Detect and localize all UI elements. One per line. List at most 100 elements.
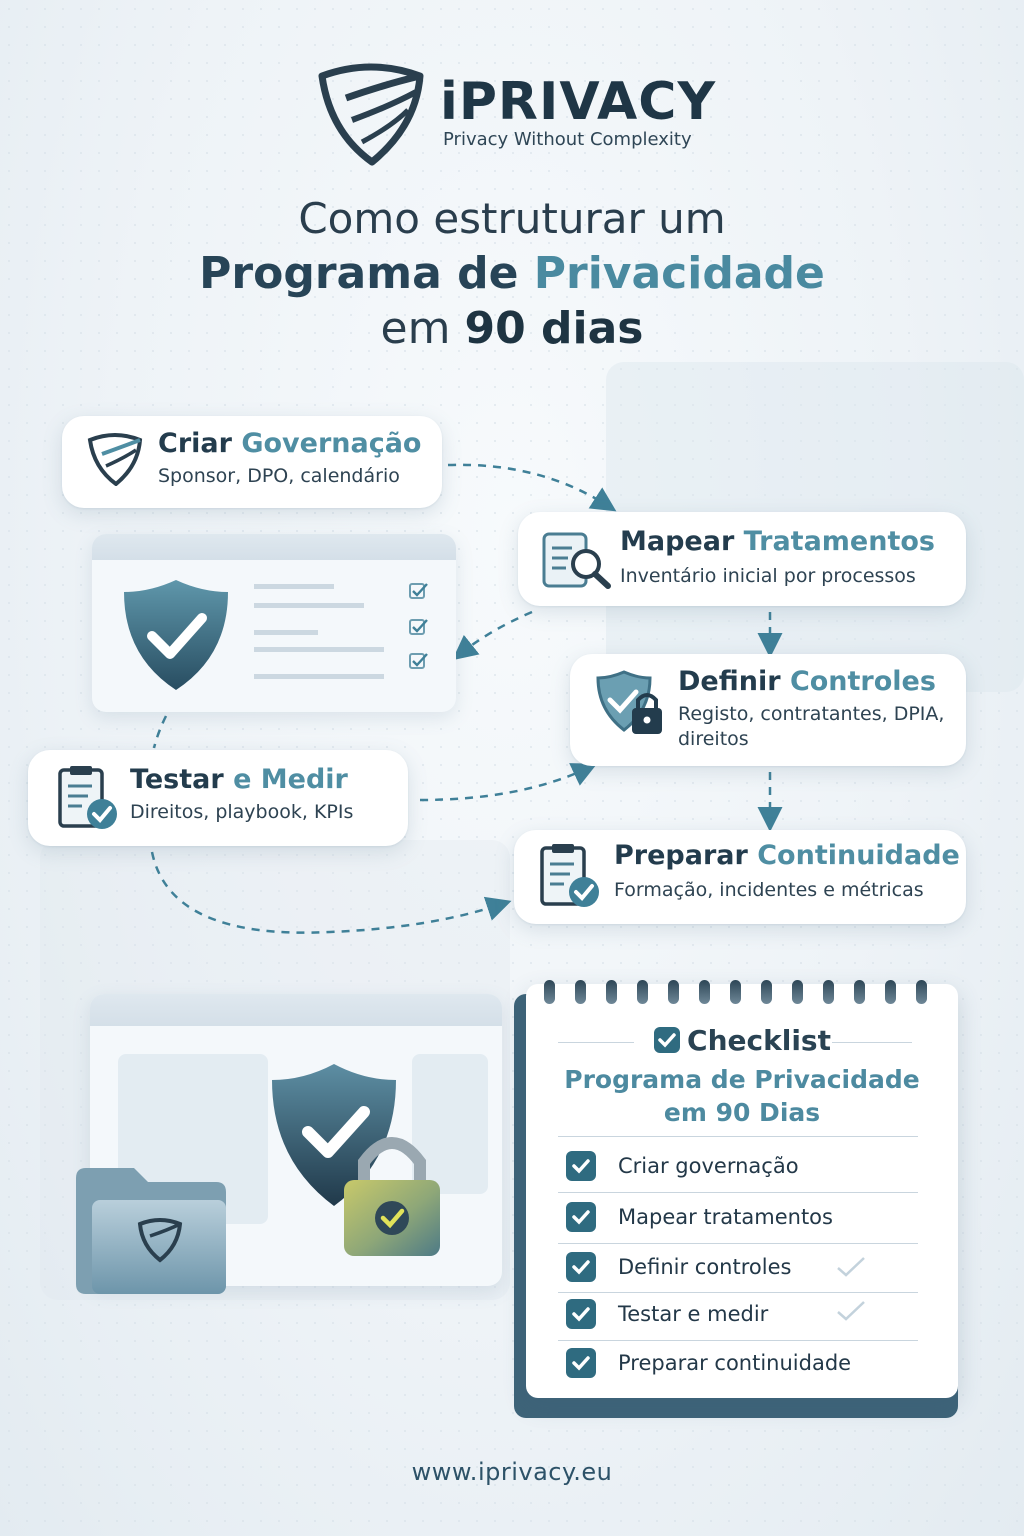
iprivacy-shield-logo-icon (318, 63, 424, 166)
step-title: Definir Controles (678, 666, 936, 697)
padlock-icon (344, 1137, 440, 1256)
checklist-item-label: Mapear tratamentos (618, 1205, 833, 1229)
mock-browser-window (92, 534, 456, 712)
faint-check-icon (837, 1257, 865, 1277)
divider (558, 1136, 918, 1137)
divider (832, 1042, 912, 1043)
step-subtitle: Registo, contratantes, DPIA, direitos (678, 703, 945, 750)
step-title-dark: Preparar (614, 840, 748, 871)
notebook-ring (916, 980, 927, 1004)
faint-check-icon (837, 1301, 865, 1321)
window-title-bar (90, 994, 502, 1026)
divider (558, 1292, 918, 1293)
title-line-1: Como estruturar um (298, 194, 726, 243)
checklist-item-label: Criar governação (618, 1154, 799, 1178)
title-line-2-dark: Programa de (199, 248, 519, 299)
checklist-item-label: Testar e medir (618, 1302, 769, 1326)
step-title-light: Continuidade (757, 840, 960, 871)
shield-icon (87, 433, 143, 486)
folder-icon (76, 1168, 226, 1294)
checklist-title-line-1: Programa de Privacidade (564, 1065, 920, 1094)
checklist-item[interactable]: Criar governação (566, 1142, 918, 1190)
checklist-header: Checklist Programa de Privacidade em 90 … (526, 1024, 958, 1129)
notebook-ring (823, 980, 834, 1004)
shield-check-icon (124, 580, 228, 690)
step-card-definir-controles: Definir Controles Registo, contratantes,… (570, 654, 966, 766)
notebook-ring (761, 980, 772, 1004)
clipboard-check-icon (58, 766, 117, 829)
arrow-2-to-window (452, 610, 533, 661)
step-subtitle: Formação, incidentes e métricas (614, 879, 924, 901)
notebook-ring (544, 980, 555, 1004)
checklist-notebook (526, 984, 958, 1398)
title-line-3: em 90 dias (0, 302, 1024, 356)
checklist-heading-text: Checklist (687, 1024, 831, 1057)
step-card-mapear-tratamentos: Mapear Tratamentos Inventário inicial po… (518, 512, 966, 606)
step-title: Testar e Medir (130, 764, 348, 795)
step-subtitle: Direitos, playbook, KPIs (130, 801, 354, 823)
step-title-dark: Criar (158, 428, 232, 459)
notebook-ring (606, 980, 617, 1004)
step-title-dark: Mapear (620, 526, 735, 557)
window-title-bar (92, 534, 456, 560)
step-card-preparar-continuidade: Preparar Continuidade Formação, incident… (514, 830, 966, 924)
notebook-ring (575, 980, 586, 1004)
checklist-title-line-2: em 90 Dias (663, 1098, 821, 1127)
checkbox-checked-icon (566, 1151, 596, 1181)
arrow-4-to-5 (150, 851, 512, 934)
step-title-light: e Medir (233, 764, 348, 795)
website-link[interactable]: www.iprivacy.eu (411, 1458, 613, 1486)
arrow-4-to-3 (419, 763, 598, 802)
document-search-icon (542, 532, 611, 589)
title-line-2: Programa de Privacidade (0, 246, 1024, 302)
checkbox-checked-icon (566, 1252, 596, 1282)
checklist-item-label: Definir controles (618, 1255, 792, 1279)
brand-tagline: Privacy Without Complexity (443, 129, 692, 150)
step-title-light: Tratamentos (743, 526, 935, 557)
checklist-item[interactable]: Mapear tratamentos (566, 1193, 918, 1241)
step-title-dark: Definir (678, 666, 781, 697)
step-card-testar-e-medir: Testar e Medir Direitos, playbook, KPIs (28, 750, 408, 846)
notebook-ring (699, 980, 710, 1004)
checkbox-checked-icon (566, 1299, 596, 1329)
checklist-item[interactable]: Definir controles (566, 1243, 918, 1291)
checklist-item[interactable]: Preparar continuidade (566, 1339, 918, 1387)
notebook-ring (792, 980, 803, 1004)
checkbox-icons (409, 583, 428, 669)
checkbox-checked-icon (566, 1202, 596, 1232)
step-title: Mapear Tratamentos (620, 526, 935, 557)
checklist-item-label: Preparar continuidade (618, 1351, 852, 1375)
shield-lock-icon (596, 670, 662, 734)
step-title-light: Controles (789, 666, 936, 697)
checkbox-checked-icon (566, 1348, 596, 1378)
clipboard-check-icon (540, 844, 599, 907)
notebook-ring (637, 980, 648, 1004)
placeholder-lines (254, 580, 430, 679)
step-subtitle: Inventário inicial por processos (620, 565, 916, 587)
step-title: Criar Governação (158, 428, 421, 459)
divider (558, 1243, 918, 1244)
title-line-3-bold: 90 dias (464, 303, 644, 354)
brand-name: iPRIVACY (440, 72, 717, 132)
arrow-1-to-2 (447, 463, 617, 512)
divider (558, 1192, 918, 1193)
title-line-3-prefix: em (380, 303, 451, 354)
checklist-item[interactable]: Testar e medir (566, 1290, 918, 1338)
page-title: Como estruturar um Programa de Privacida… (0, 192, 1024, 356)
checklist-heading: Checklist (526, 1024, 958, 1057)
step-title-dark: Testar (130, 764, 224, 795)
title-line-2-light: Privacidade (533, 248, 825, 299)
step-title-light: Governação (241, 428, 422, 459)
step-subtitle: Sponsor, DPO, calendário (158, 465, 400, 487)
divider (558, 1340, 918, 1341)
notebook-ring (885, 980, 896, 1004)
notebook-ring (668, 980, 679, 1004)
step-card-criar-governacao: Criar Governação Sponsor, DPO, calendári… (62, 416, 442, 508)
divider (558, 1042, 634, 1043)
notebook-ring (730, 980, 741, 1004)
notebook-ring (854, 980, 865, 1004)
checkbox-checked-icon (654, 1027, 681, 1053)
step-title: Preparar Continuidade (614, 840, 960, 871)
arrow-window-to-4 (152, 715, 168, 749)
